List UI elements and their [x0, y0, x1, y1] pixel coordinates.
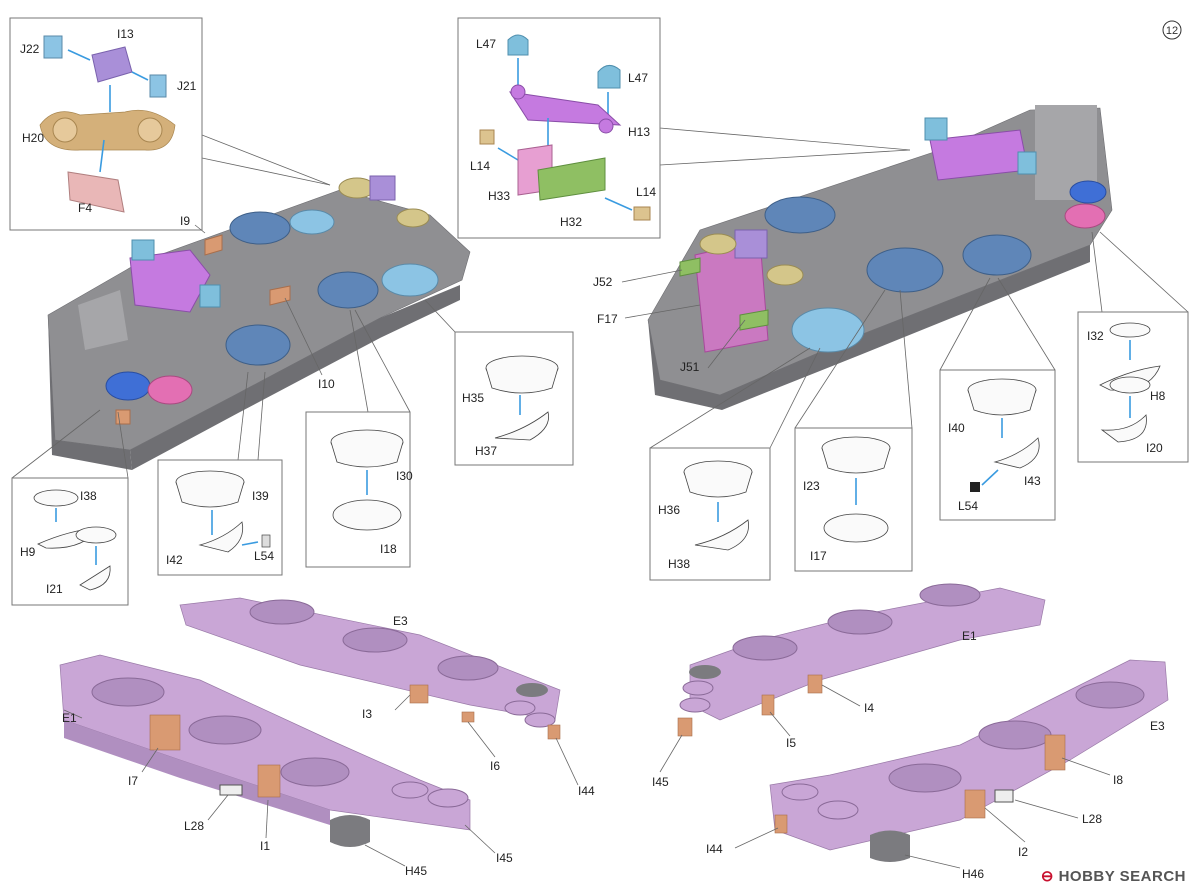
label-e3-a: E3: [393, 614, 408, 628]
part-e3-left: E3 I3 I6 I44: [179, 597, 595, 798]
label-i44-b: I44: [706, 842, 723, 856]
watermark-text: HOBBY SEARCH: [1058, 868, 1186, 885]
label-f17: F17: [597, 312, 618, 326]
part-l14-a: [479, 129, 495, 145]
part-e1-right: E1 I4 I5 I45: [652, 583, 1046, 789]
detail-box-bridge-left: J22 I13 J21 H20 F4: [9, 17, 331, 231]
part-j22: [43, 35, 63, 59]
label-e1-a: E1: [62, 711, 77, 725]
label-i18: I18: [380, 542, 397, 556]
label-i38: I38: [80, 489, 97, 503]
label-l54-a: L54: [254, 549, 274, 563]
label-e1-b: E1: [962, 629, 977, 643]
part-h32: [537, 157, 606, 201]
part-l47-a: [507, 34, 529, 56]
label-h46: H46: [962, 867, 984, 881]
watermark-logo: ⊖ HOBBY SEARCH: [1040, 868, 1186, 885]
label-h13: H13: [628, 125, 650, 139]
label-i20: I20: [1146, 441, 1163, 455]
label-h32: H32: [560, 215, 582, 229]
label-h35: H35: [462, 391, 484, 405]
page-number: 12: [1166, 25, 1178, 37]
label-h20: H20: [22, 131, 44, 145]
callout-i39-i42-l54: I39 I42 L54: [157, 371, 283, 576]
label-h36: H36: [658, 503, 680, 517]
label-i4: I4: [864, 701, 874, 715]
label-h45: H45: [405, 864, 427, 878]
callout-i23-i17: I23 I17: [794, 289, 913, 572]
label-i3: I3: [362, 707, 372, 721]
label-h37: H37: [475, 444, 497, 458]
part-l47-b: [597, 65, 621, 89]
label-i1: I1: [260, 839, 270, 853]
label-i8: I8: [1113, 773, 1123, 787]
label-j52: J52: [593, 275, 613, 289]
page-number-badge: 12: [1162, 20, 1182, 40]
callout-i38-h9-i21: I38 H9 I21: [11, 409, 129, 606]
label-i43: I43: [1024, 474, 1041, 488]
part-j21: [149, 74, 167, 98]
label-l28-b: L28: [1082, 812, 1102, 826]
label-h8: H8: [1150, 389, 1166, 403]
label-i2: I2: [1018, 845, 1028, 859]
label-l14-b: L14: [636, 185, 656, 199]
part-l14-b: [633, 206, 651, 221]
label-i45-a: I45: [496, 851, 513, 865]
callout-i32-h8-i20: I32 H8 I20: [1077, 231, 1189, 463]
label-h9: H9: [20, 545, 36, 559]
label-i32: I32: [1087, 329, 1104, 343]
assembly-right-deck: J52 F17 J51: [593, 105, 1113, 410]
label-l47-b: L47: [628, 71, 648, 85]
part-f4: [67, 171, 125, 213]
callout-i40-i43-l54: I40 I43 L54: [939, 277, 1056, 521]
label-i40: I40: [948, 421, 965, 435]
callout-h35-h37: H35 H37: [424, 299, 574, 466]
label-i13: I13: [117, 27, 134, 41]
label-l28-a: L28: [184, 819, 204, 833]
label-i21: I21: [46, 582, 63, 596]
label-i7: I7: [128, 774, 138, 788]
label-i45-b: I45: [652, 775, 669, 789]
part-h13: [508, 91, 622, 126]
label-i42: I42: [166, 553, 183, 567]
label-j22: J22: [20, 42, 40, 56]
label-i9: I9: [180, 214, 190, 228]
label-l47-a: L47: [476, 37, 496, 51]
label-e3-b: E3: [1150, 719, 1165, 733]
label-j21: J21: [177, 79, 197, 93]
label-h38: H38: [668, 557, 690, 571]
label-l54-b: L54: [958, 499, 978, 513]
label-i39: I39: [252, 489, 269, 503]
part-h20: [39, 109, 176, 151]
detail-box-bridge-right: L47 L47 H13 L14 H33 H32 L14: [457, 17, 911, 239]
callout-i30-i18: I30 I18: [305, 309, 413, 568]
label-i23: I23: [803, 479, 820, 493]
label-h33: H33: [488, 189, 510, 203]
label-i5: I5: [786, 736, 796, 750]
label-l14-a: L14: [470, 159, 490, 173]
part-e1-left: E1 I7 L28 I1 H45 I45: [59, 654, 513, 878]
assembly-left-deck: I9 I10: [47, 175, 471, 470]
label-i10: I10: [318, 377, 335, 391]
label-f4: F4: [78, 201, 92, 215]
label-j51: J51: [680, 360, 700, 374]
label-i6: I6: [490, 759, 500, 773]
label-i30: I30: [396, 469, 413, 483]
label-i17: I17: [810, 549, 827, 563]
part-e3-right: E3 I8 L28 I44 I2 H46: [706, 659, 1169, 881]
label-i44-a: I44: [578, 784, 595, 798]
callout-h36-h38: H36 H38: [649, 347, 821, 581]
